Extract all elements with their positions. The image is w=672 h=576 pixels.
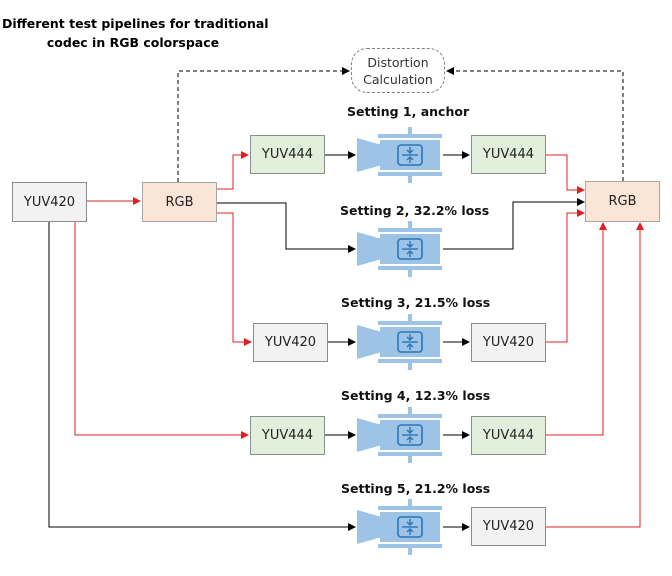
setting-5-post-box: YUV420 — [471, 507, 546, 546]
setting-4-pre-box: YUV444 — [250, 416, 325, 455]
arrow-s3-post-to-rgb — [546, 209, 585, 343]
dashed-arrow-from-output — [446, 67, 624, 181]
codec-compress-icon — [397, 144, 423, 166]
setting-2-label: Setting 2, 32.2% loss — [340, 203, 490, 218]
setting-5-label: Setting 5, 21.2% loss — [341, 481, 491, 496]
codec-compress-icon — [397, 516, 423, 538]
arrow-s4-post-to-rgb — [546, 222, 607, 436]
arrow-s2-codec-to-rgb — [443, 198, 585, 250]
arrow-rgb-to-s3-pre — [216, 212, 252, 346]
setting-3-post-box: YUV420 — [471, 323, 546, 362]
setting-1-label: Setting 1, anchor — [347, 104, 470, 119]
source-yuv420-box: YUV420 — [12, 182, 87, 222]
title-line-2: codec in RGB colorspace — [46, 35, 220, 50]
setting-1-post-box: YUV444 — [471, 135, 546, 174]
distortion-line-2: Calculation — [363, 71, 433, 87]
setting-3-label: Setting 3, 21.5% loss — [341, 295, 491, 310]
title-line-1: Different test pipelines for traditional — [2, 16, 269, 31]
diagram-title: Different test pipelines for traditional… — [2, 14, 269, 52]
dashed-arrow-to-distortion — [177, 67, 350, 182]
setting-3-pre-box: YUV420 — [253, 323, 328, 362]
codec-block-5 — [357, 499, 442, 555]
setting-1-pre-box: YUV444 — [250, 135, 325, 174]
arrow-s1-post-to-rgb — [546, 154, 585, 194]
distortion-calculation-node: Distortion Calculation — [351, 48, 445, 93]
codec-compress-icon — [397, 424, 423, 446]
arrow-rgb-to-s1-pre — [216, 151, 249, 190]
rgb-output-box: RGB — [585, 181, 660, 222]
rgb-input-box: RGB — [142, 182, 217, 222]
arrow-source-to-s4-pre — [74, 221, 249, 439]
distortion-line-1: Distortion — [367, 54, 429, 70]
arrow-s5-post-to-rgb — [546, 222, 644, 528]
codec-block-4 — [357, 407, 442, 463]
setting-4-post-box: YUV444 — [471, 416, 546, 455]
codec-compress-icon — [397, 238, 423, 260]
codec-block-2 — [357, 221, 442, 277]
codec-block-3 — [357, 314, 442, 370]
arrow-rgb-to-s2-codec — [216, 202, 356, 253]
codec-block-1 — [357, 127, 442, 183]
arrow-source-to-s5-codec — [48, 221, 356, 531]
codec-compress-icon — [397, 331, 423, 353]
setting-4-label: Setting 4, 12.3% loss — [341, 388, 491, 403]
